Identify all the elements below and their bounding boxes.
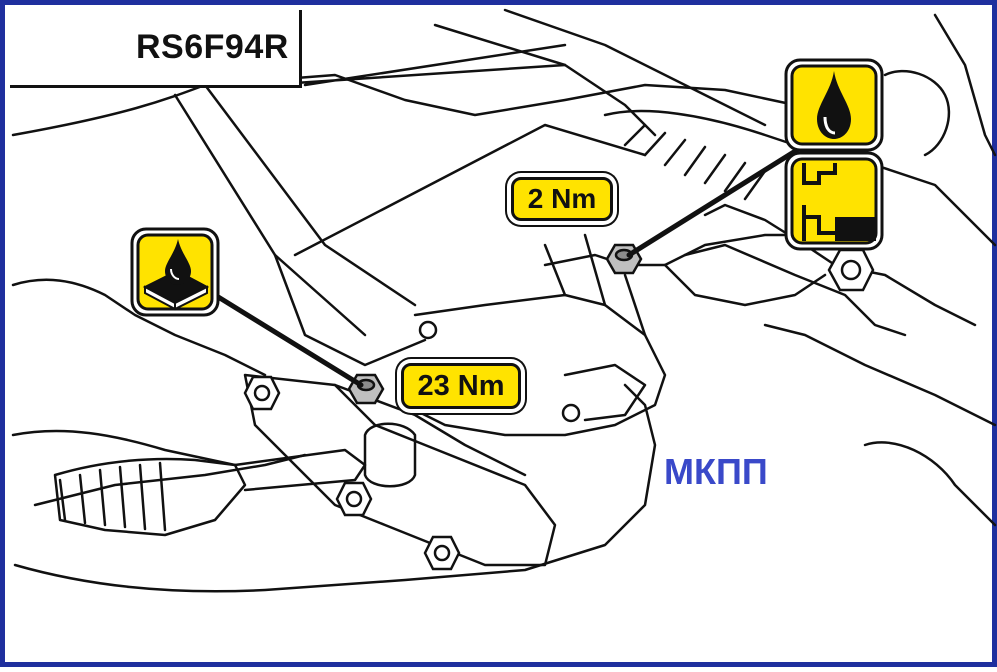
bolt-upper-mount [827, 248, 875, 292]
bolts [243, 243, 875, 571]
oil-drop-icon [784, 58, 884, 152]
leader-line-fill [626, 142, 808, 258]
gearbox-case [403, 293, 667, 437]
housing-outline [11, 73, 797, 137]
oil-level-icon [784, 151, 884, 251]
torque-callout-upper: 2 Nm [511, 177, 613, 221]
transmission-illustration [11, 8, 997, 593]
torque-callout-lower: 23 Nm [401, 363, 521, 409]
boot-bellows-right [623, 123, 767, 201]
model-badge: RS6F94R [10, 10, 302, 88]
bolt-bracket-left [243, 375, 281, 411]
boot-bellows-left [58, 461, 167, 532]
bolt-bracket-middle [335, 481, 373, 517]
stud [418, 320, 438, 340]
stud [561, 403, 581, 423]
bolt-bracket-lower [423, 535, 461, 571]
mount-bushing [363, 422, 417, 488]
model-code: RS6F94R [136, 28, 289, 66]
oil-sealant-icon [130, 227, 220, 317]
transmission-type-label: МКПП [664, 451, 768, 492]
leader-line-drain [212, 292, 364, 388]
